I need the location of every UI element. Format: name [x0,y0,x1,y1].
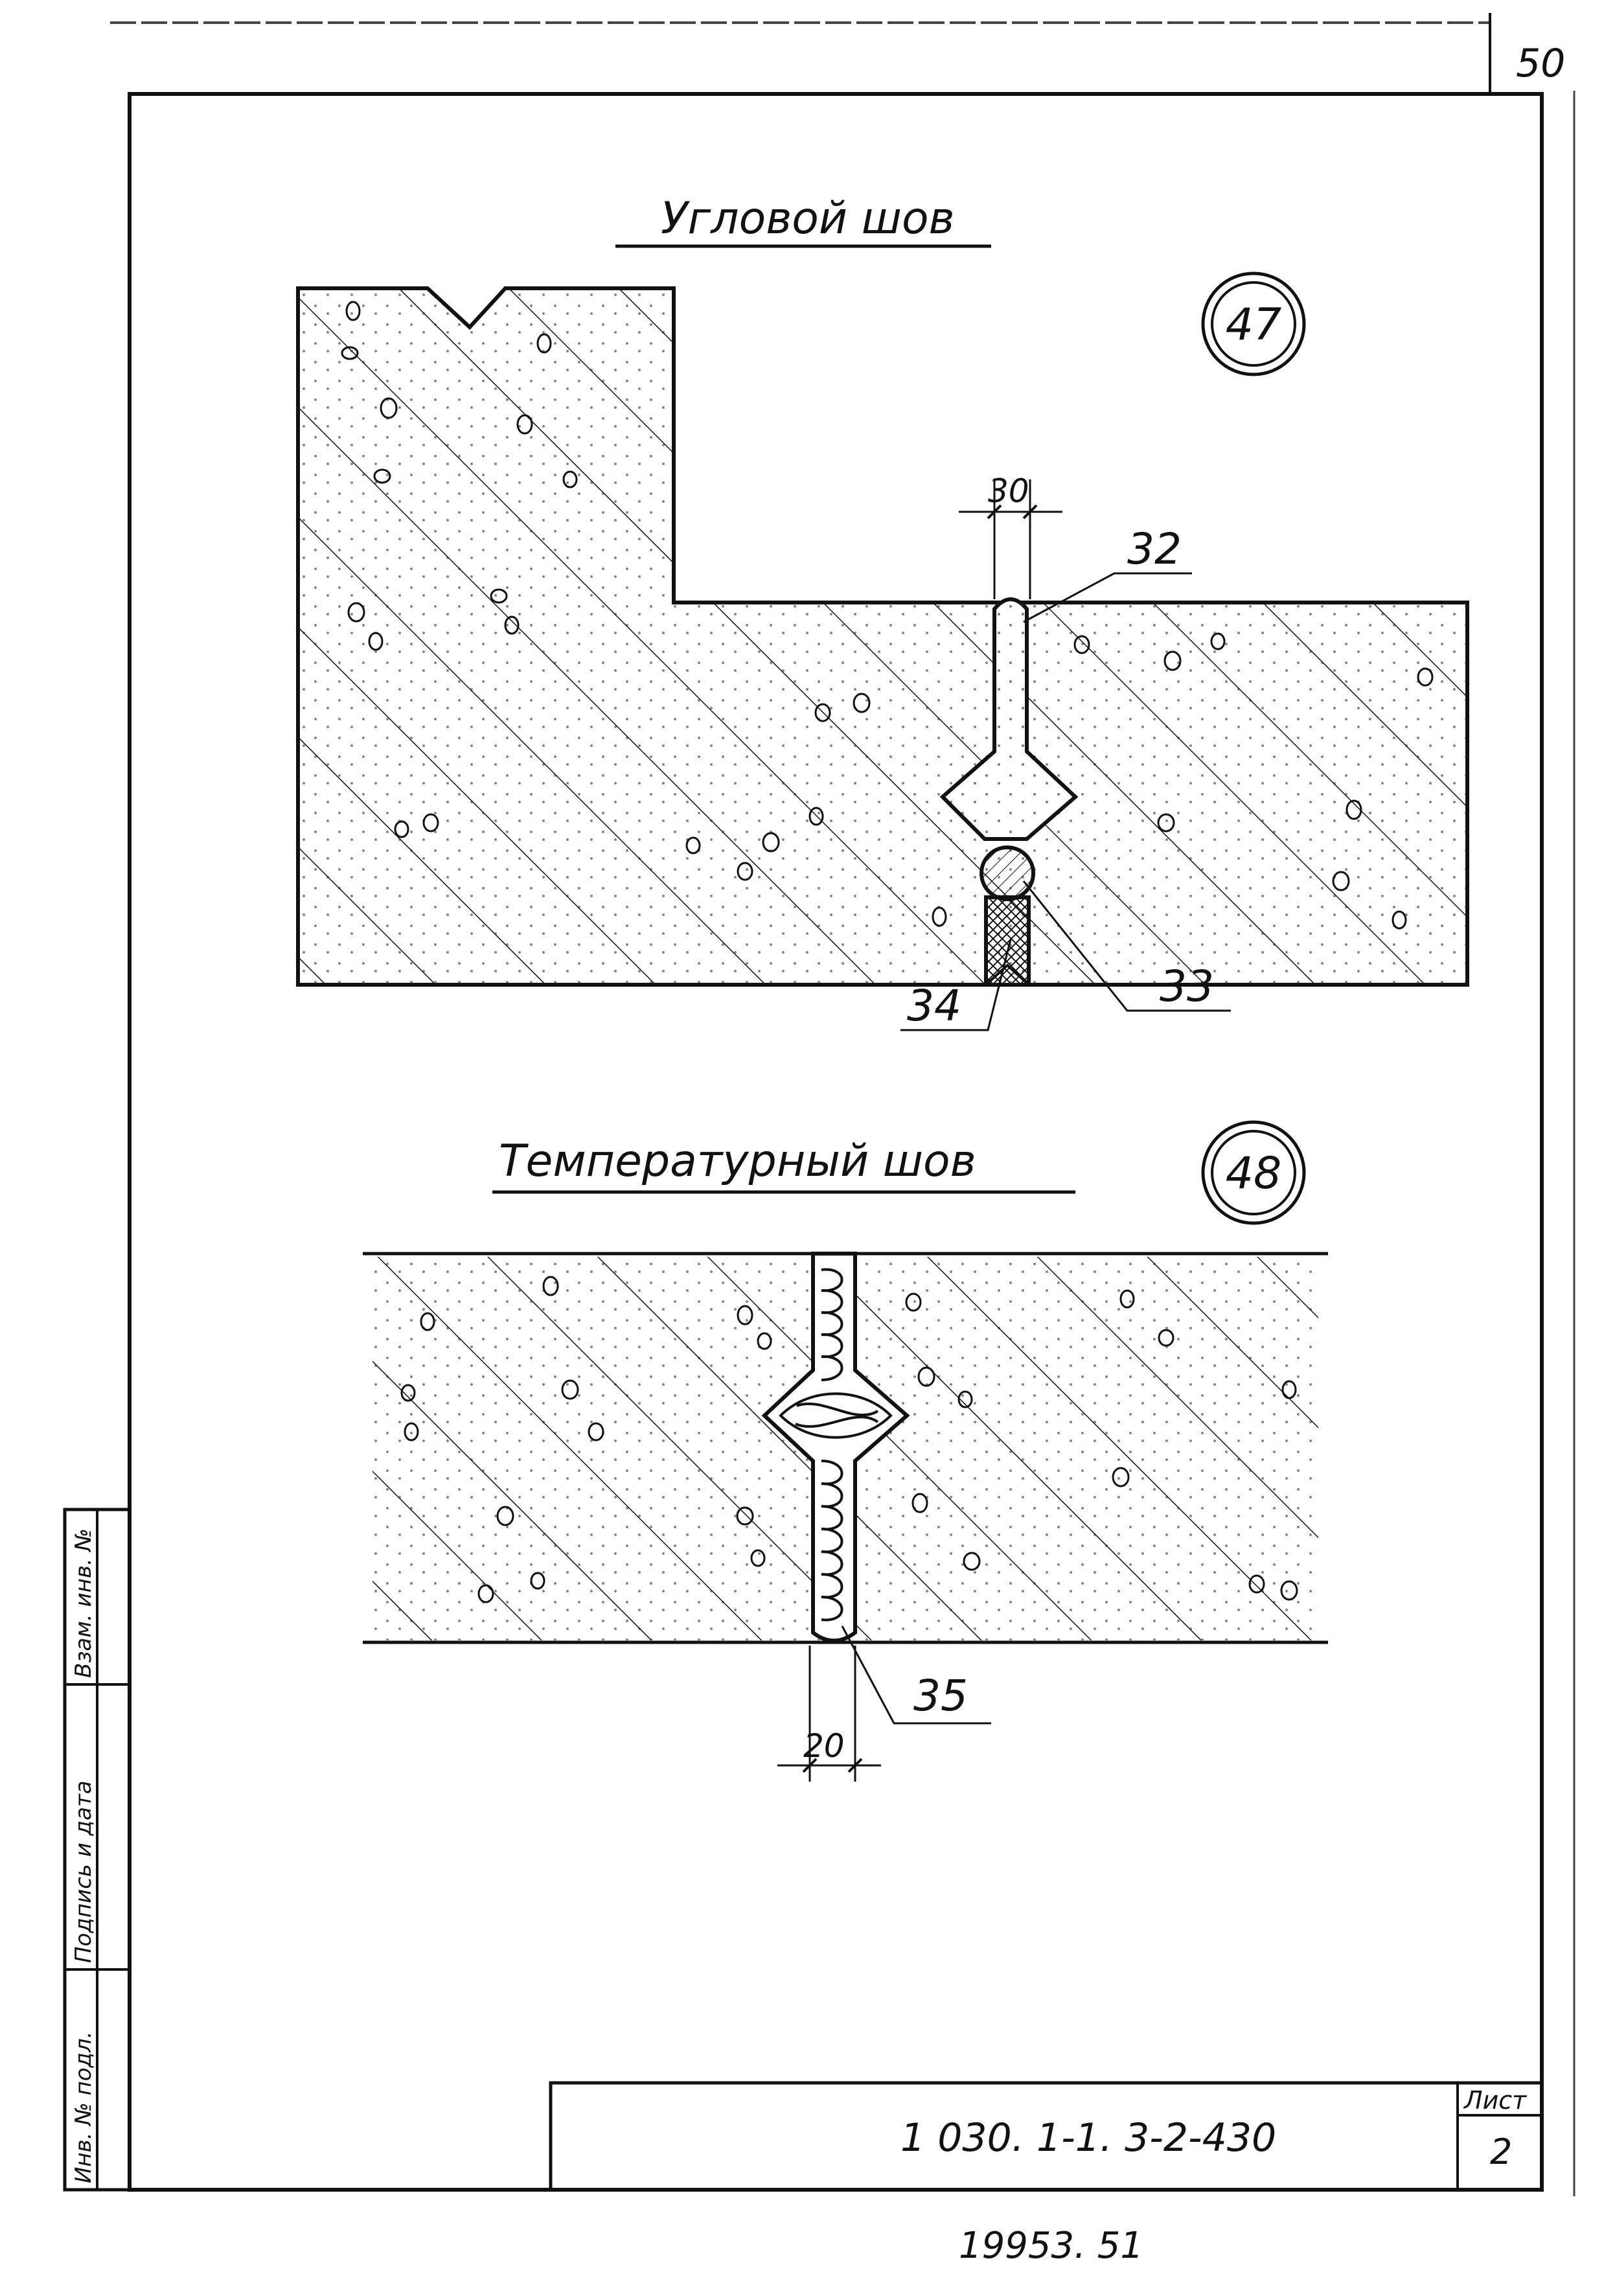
detail-47-aggregate [341,301,1434,930]
side-stamp-col2: Подпись и дата [71,1780,97,1963]
detail-47-cord [980,845,1035,901]
svg-text:33: 33 [1160,961,1214,1011]
detail-47-title: Угловой шов [661,193,955,244]
title-block-sheet-label: Лист [1463,2086,1528,2115]
title-block-sheet-number: 2 [1490,2131,1512,2172]
detail-48-dimension: 20 [777,1646,881,1782]
detail-48-marker: 48 [1201,1120,1306,1225]
bottom-note: 19953. 51 [959,2225,1143,2267]
title-block-designation: 1 030. 1-1. 3-2-430 [900,2115,1276,2161]
svg-text:48: 48 [1226,1148,1282,1199]
detail-48-mastic-coil [779,1268,893,1622]
detail-47-dimension: 30 [959,472,1062,599]
svg-text:47: 47 [1226,299,1282,350]
svg-text:20: 20 [803,1727,845,1765]
callout-33: 33 [1022,880,1231,1012]
drawing-frame [128,92,1544,2192]
corner-page-number: 50 [1516,41,1565,86]
side-stamp-col1: Инв. № подл. [71,2031,97,2183]
detail-48-title: Температурный шов [499,1136,976,1187]
callout-32: 32 [1023,524,1192,623]
svg-text:32: 32 [1127,524,1182,574]
detail-48-aggregate [400,1276,1298,1603]
svg-text:35: 35 [913,1671,968,1721]
side-stamp-col3: Взам. инв. № [71,1528,97,1678]
callout-35: 35 [841,1625,991,1725]
side-stamp: Взам. инв. № Подпись и дата Инв. № подл. [63,1508,132,2192]
detail-47-marker: 47 [1201,271,1306,376]
callout-34: 34 [900,939,1012,1031]
detail-47-filler [984,895,1031,987]
title-block: 1 030. 1-1. 3-2-430 Лист 2 [549,2081,1542,2190]
svg-text:34: 34 [907,981,961,1031]
detail-48-joint [761,1252,910,1643]
svg-text:30: 30 [988,472,1029,510]
